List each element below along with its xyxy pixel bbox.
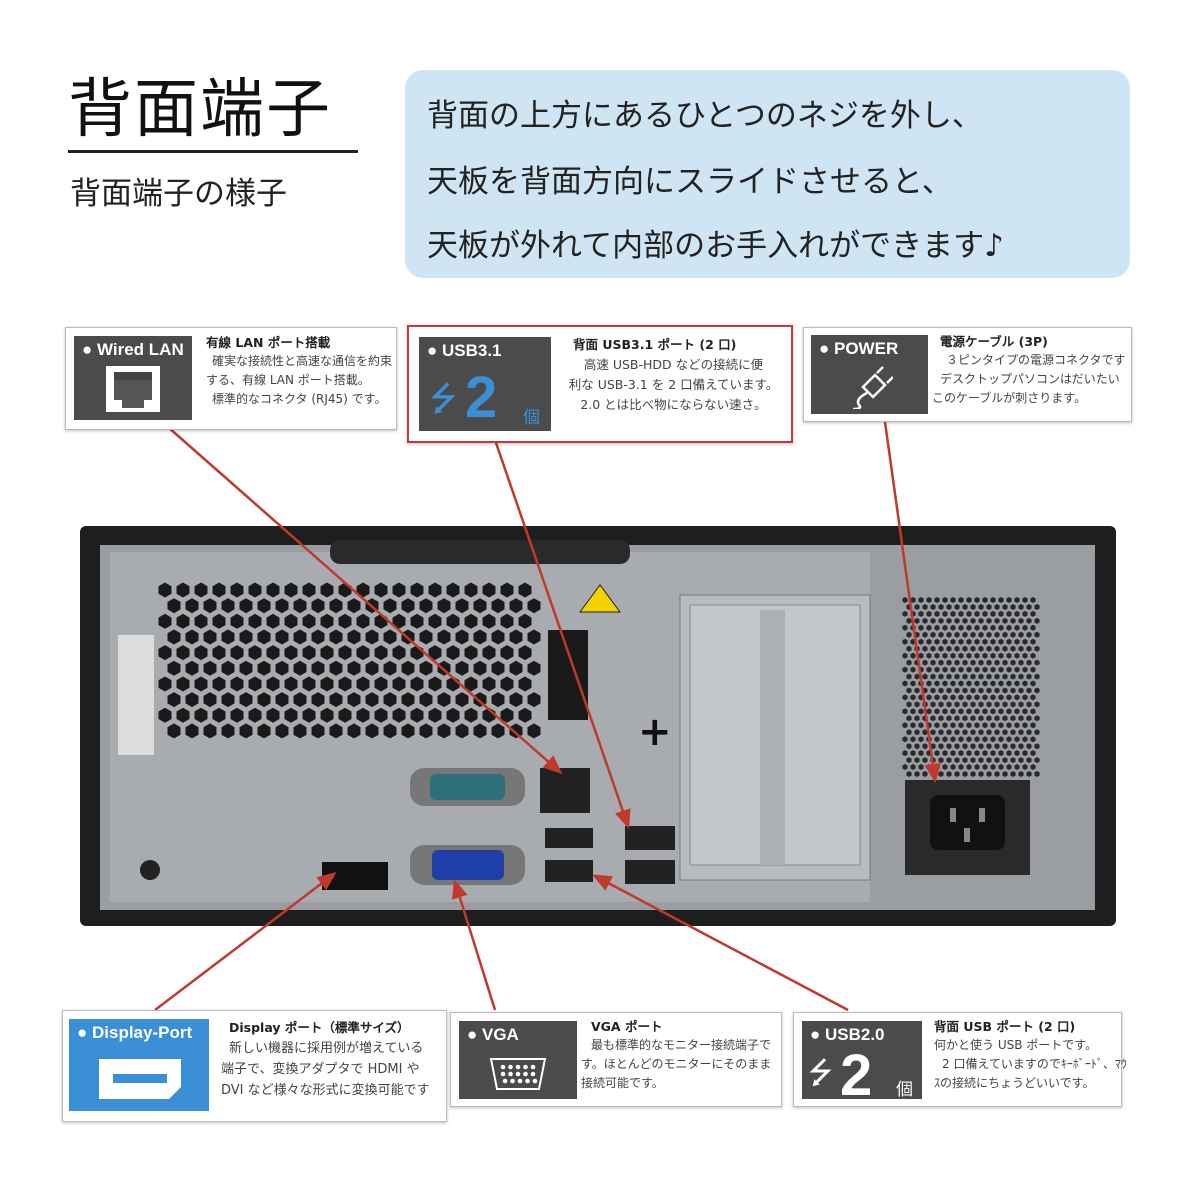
- desc-line: 最も標準的なモニター接続端子で: [591, 1038, 772, 1052]
- arrowhead: [615, 808, 631, 830]
- page-title: 背面端子: [68, 73, 332, 147]
- usb20-port: [545, 860, 593, 882]
- desc-line: 確実な接続性と高速な通信を約束: [212, 354, 393, 368]
- badge-label: ● USB2.0: [810, 1025, 885, 1044]
- usb-icon: ⭍: [808, 1056, 833, 1091]
- badge-label: ● USB3.1: [427, 341, 502, 360]
- card-title: 電源ケーブル (3P): [940, 334, 1048, 349]
- power-description: 電源ケーブル (3P) ３ピンタイプの電源コネクタです デスクトップパソコンはだ…: [932, 332, 1126, 408]
- lan-port: [540, 768, 590, 813]
- card-wired-lan: ● Wired LAN 有線 LAN ポート搭載 確実な接続性と高速な通信を約束…: [65, 327, 397, 430]
- intro-callout: 背面の上方にあるひとつのネジを外し、 天板を背面方向にスライドさせると、 天板が…: [405, 70, 1130, 278]
- desc-line: このケーブルが刺さります。: [932, 391, 1087, 405]
- card-title: 背面 USB ポート (2 口): [934, 1019, 1076, 1034]
- arrowhead: [316, 872, 337, 891]
- card-power: ● POWER 電源ケーブル (3P) ３ピンタイプの電源コネクタです デスクト…: [803, 327, 1132, 422]
- desc-line: 新しい機器に採用例が増えている: [229, 1041, 424, 1056]
- arrowhead: [924, 763, 941, 784]
- svg-text:+: +: [638, 709, 672, 755]
- vga-badge: ● VGA: [459, 1021, 577, 1099]
- dp-badge: ● Display-Port: [69, 1019, 209, 1111]
- card-title: Display ポート（標準サイズ）: [229, 1020, 410, 1035]
- serial-label-sticker: [118, 635, 154, 755]
- desc-line: 何かと使う USB ポートです。: [934, 1038, 1098, 1052]
- title-divider: [68, 150, 358, 153]
- card-vga: ● VGA VGA ポート 最も標準的なモニター接続端子で す。ほとんどのモニタ…: [450, 1012, 782, 1107]
- power-plug-icon: [852, 366, 893, 409]
- callout-arrow-line: [154, 873, 335, 1011]
- arrowhead: [592, 874, 613, 891]
- displayport-icon: [99, 1059, 181, 1099]
- desc-line: 利な USB-3.1 を 2 口備えています。: [568, 377, 779, 392]
- desc-line: 端子で、変換アダプタで HDMI や: [221, 1062, 420, 1077]
- audio-jack: [140, 860, 160, 880]
- usb31-port: [625, 826, 675, 850]
- power-badge: ● POWER: [811, 335, 928, 414]
- desc-line: ｽの接続にちょうどいいです。: [934, 1076, 1095, 1090]
- callout-arrow-line: [453, 881, 497, 1011]
- usb20-port: [625, 860, 675, 884]
- usb20-badge: ● USB2.0 ⭍ 2 個: [802, 1021, 922, 1105]
- desc-line: 接続可能です。: [581, 1076, 664, 1090]
- badge-label: ● POWER: [819, 339, 899, 358]
- card-usb20: ● USB2.0 ⭍ 2 個 背面 USB ポート (2 口) 何かと使う US…: [793, 1012, 1127, 1107]
- badge-label: ● Display-Port: [77, 1023, 193, 1042]
- port-count: 2: [465, 365, 498, 430]
- card-title: VGA ポート: [591, 1019, 663, 1034]
- count-unit: 個: [523, 408, 540, 428]
- lan-description: 有線 LAN ポート搭載 確実な接続性と高速な通信を約束 する、有線 LAN ポ…: [206, 333, 392, 409]
- card-title: 有線 LAN ポート搭載: [206, 335, 331, 350]
- count-unit: 個: [896, 1080, 913, 1100]
- desc-line: 標準的なコネクタ (RJ45) です。: [212, 392, 387, 406]
- callout-arrow-line: [883, 421, 937, 781]
- badge-label: ● Wired LAN: [82, 340, 184, 359]
- intro-line: 天板を背面方向にスライドさせると、: [427, 164, 953, 200]
- badge-label: ● VGA: [467, 1025, 519, 1044]
- desc-line: ３ピンタイプの電源コネクタです: [946, 353, 1126, 367]
- desc-line: 高速 USB-HDD などの接続に便: [583, 357, 764, 372]
- card-displayport: ● Display-Port Display ポート（標準サイズ） 新しい機器に…: [62, 1010, 447, 1122]
- desc-line: 2.0 とは比べ物にならない速さ。: [580, 397, 767, 412]
- usb31-description: 背面 USB3.1 ポート (2 口) 高速 USB-HDD などの接続に便 利…: [561, 335, 786, 415]
- vga-port-icon: [489, 1058, 547, 1090]
- callout-arrow-line: [159, 419, 561, 773]
- arrowhead: [542, 755, 563, 775]
- desc-line: す。ほとんどのモニターにそのまま: [581, 1057, 772, 1071]
- usb31-badge: ● USB3.1 ⭍ 2 個: [419, 337, 551, 431]
- desc-line: する、有線 LAN ポート搭載。: [206, 373, 370, 387]
- callout-arrows: [154, 419, 941, 1012]
- card-usb31: ● USB3.1 ⭍ 2 個 背面 USB3.1 ポート (2 口) 高速 US…: [407, 325, 793, 443]
- dp-description: Display ポート（標準サイズ） 新しい機器に採用例が増えている 端子で、変…: [221, 1017, 430, 1101]
- desc-line: 2 口備えていますのでｷｰﾎﾞｰﾄﾞ、ﾏｳ: [942, 1057, 1127, 1071]
- usb20-description: 背面 USB ポート (2 口) 何かと使う USB ポートです。 2 口備えて…: [934, 1017, 1127, 1093]
- vent-grille: [158, 582, 541, 739]
- psu-vent: [902, 597, 1040, 777]
- usb-icon: ⭍: [429, 379, 458, 419]
- ethernet-port-icon: [106, 366, 160, 412]
- usb31-port: [545, 828, 593, 848]
- pc-chassis: +: [80, 526, 1116, 926]
- intro-line: 天板が外れて内部のお手入れができます♪: [427, 228, 1004, 264]
- port-count: 2: [840, 1043, 873, 1108]
- vga-description: VGA ポート 最も標準的なモニター接続端子で す。ほとんどのモニターにそのまま…: [581, 1017, 771, 1093]
- desc-line: デスクトップパソコンはだいたい: [940, 372, 1120, 386]
- warning-icon: [579, 584, 621, 613]
- card-title: 背面 USB3.1 ポート (2 口): [573, 337, 737, 352]
- page-subtitle: 背面端子の様子: [70, 176, 287, 212]
- lan-badge: ● Wired LAN: [74, 336, 192, 420]
- intro-line: 背面の上方にあるひとつのネジを外し、: [427, 98, 983, 134]
- desc-line: DVI など様々な形式に変換可能です: [221, 1083, 430, 1098]
- arrowhead: [452, 878, 468, 900]
- callout-arrow-line: [493, 439, 630, 827]
- callout-arrow-line: [594, 874, 849, 1012]
